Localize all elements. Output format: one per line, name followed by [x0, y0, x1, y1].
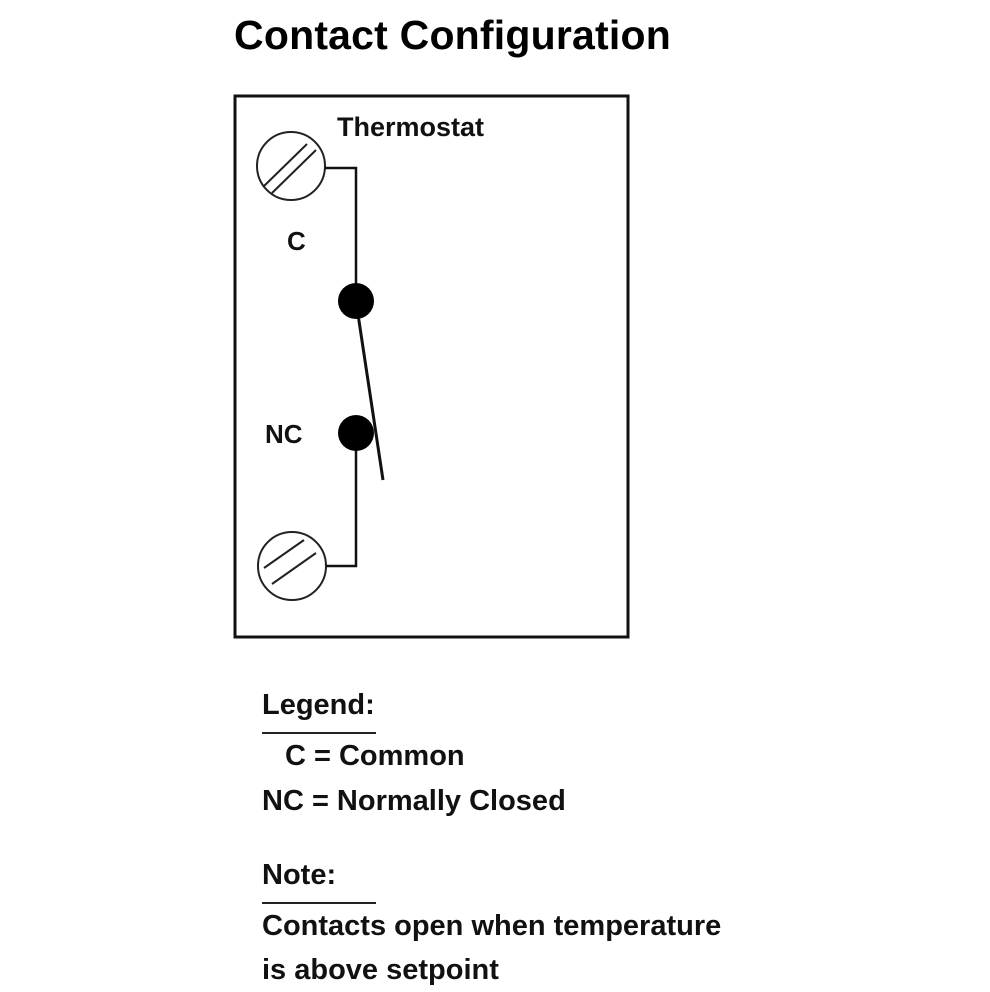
- page-title: Contact Configuration: [234, 12, 671, 58]
- note-line-1: Contacts open when temperature: [262, 910, 722, 942]
- thermostat-box: [233, 94, 630, 639]
- note-heading: Note:: [262, 853, 376, 904]
- thermostat-label: Thermostat: [337, 112, 484, 142]
- terminal-c-label: C: [287, 226, 306, 256]
- legend-item-normally-closed: NC = Normally Closed: [262, 785, 566, 817]
- note-line-2: is above setpoint: [262, 954, 499, 986]
- c-contact-point: [338, 283, 374, 319]
- nc-contact-point: [338, 415, 374, 451]
- terminal-nc-label: NC: [265, 419, 303, 449]
- switch-arm: [354, 300, 385, 481]
- nc-wire: [326, 433, 358, 568]
- bottom-screw-terminal-icon: [257, 531, 327, 601]
- c-wire: [325, 166, 358, 301]
- legend-item-common: C = Common: [285, 740, 465, 772]
- legend: Legend: C = Common NC = Normally Closed: [262, 683, 566, 824]
- note: Note: Contacts open when temperature is …: [262, 853, 721, 992]
- top-screw-terminal-icon: [256, 131, 326, 201]
- legend-heading: Legend:: [262, 683, 376, 734]
